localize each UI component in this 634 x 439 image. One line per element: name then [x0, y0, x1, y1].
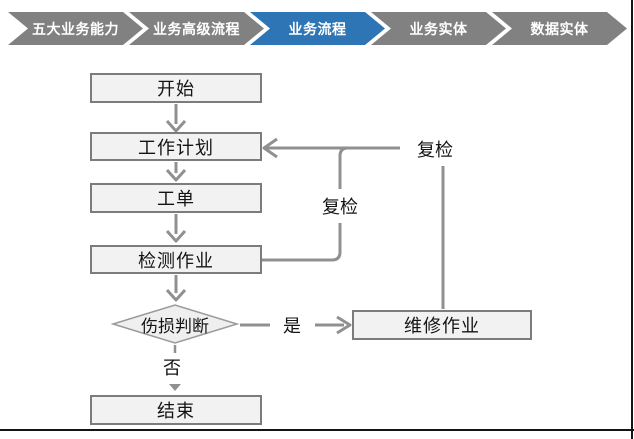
edge-label-recheck-outer: 复检: [407, 136, 463, 162]
decision-diamond-shape: [110, 304, 240, 344]
breadcrumb-step-business-entity[interactable]: 业务实体: [371, 12, 506, 45]
node-work-plan: 工作计划: [90, 132, 262, 161]
node-damage-decision: 伤损判断: [141, 316, 209, 336]
recheck-loop-inner-lower: [262, 223, 342, 262]
page-border-right: [631, 0, 633, 439]
breadcrumb-step-five-capabilities[interactable]: 五大业务能力: [8, 12, 143, 45]
arrowhead-down-icon: [165, 168, 187, 182]
breadcrumb-step-business-process-active[interactable]: 业务流程: [250, 12, 385, 45]
edge-label-no: 否: [158, 355, 186, 379]
node-repair-job: 维修作业: [352, 310, 532, 340]
arrowhead-down-icon: [165, 229, 187, 243]
arrowhead-small-down-icon: [169, 384, 181, 391]
arrowhead-down-icon: [165, 119, 187, 133]
node-work-order: 工单: [90, 183, 262, 213]
breadcrumb-step-high-level-process[interactable]: 业务高级流程: [129, 12, 264, 45]
node-end: 结束: [90, 395, 262, 425]
node-start: 开始: [90, 73, 262, 103]
arrowhead-down-icon: [165, 288, 187, 302]
breadcrumb-step-data-entity[interactable]: 数据实体: [492, 12, 627, 45]
arrowhead-left-icon: [262, 137, 278, 159]
edge-label-yes: 是: [278, 313, 306, 337]
recheck-loop-inner-upper: [338, 146, 349, 189]
breadcrumb: 五大业务能力 业务高级流程 业务流程 业务实体 数据实体: [8, 12, 634, 45]
arrowhead-right-icon: [336, 315, 352, 335]
page-border-bottom: [0, 429, 634, 431]
edge-label-recheck-inner: 复检: [314, 193, 366, 219]
node-inspection-job: 检测作业: [90, 245, 262, 274]
